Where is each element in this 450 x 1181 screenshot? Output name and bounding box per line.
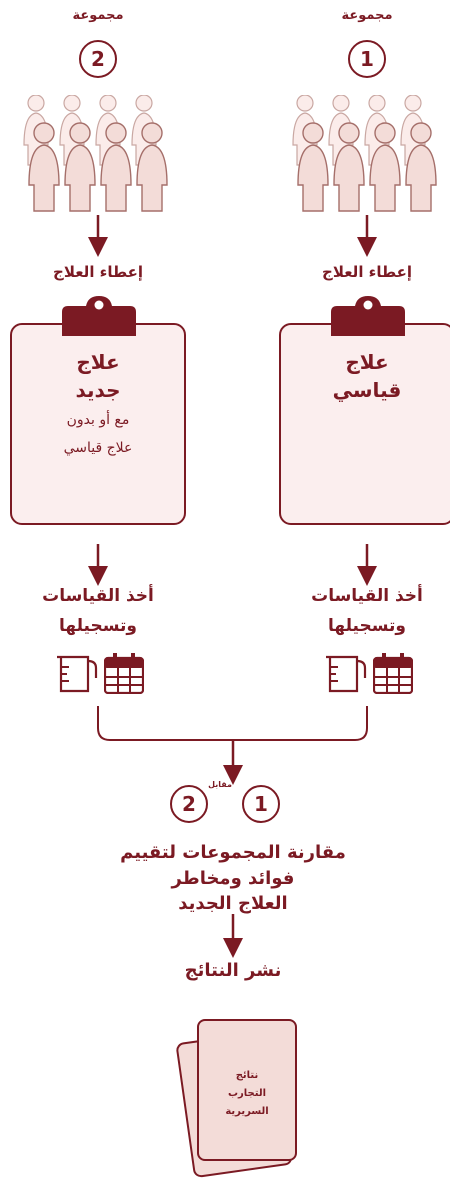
calendar-icon bbox=[104, 653, 144, 694]
compare-text-2: فوائد ومخاطر bbox=[171, 868, 295, 889]
treatment-title-1: علاج bbox=[345, 350, 389, 374]
people-group-icon bbox=[292, 95, 437, 212]
clipboard-icon bbox=[331, 296, 405, 336]
treatment-title-1: علاج bbox=[76, 350, 120, 374]
measuring-cup-icon bbox=[57, 655, 98, 693]
measuring-cup-icon bbox=[326, 655, 367, 693]
step-measure-2: وتسجيلها bbox=[59, 616, 137, 636]
group-number-badge: 2 bbox=[79, 40, 117, 78]
bracket-line bbox=[97, 706, 368, 741]
document-text-3: السريرية bbox=[225, 1106, 269, 1117]
compare-text-3: العلاج الجديد bbox=[178, 893, 288, 914]
treatment-note-2: علاج قياسي bbox=[63, 440, 133, 456]
step-give-treatment: إعطاء العلاج bbox=[322, 263, 412, 281]
step-measure-1: أخذ القياسات bbox=[42, 586, 154, 606]
calendar-icon bbox=[373, 653, 413, 694]
treatment-title-2: قياسي bbox=[332, 378, 402, 402]
treatment-title-2: جديد bbox=[75, 378, 121, 402]
document-text-1: نتائج bbox=[235, 1070, 259, 1081]
treatment-note-1: مع أو بدون bbox=[66, 412, 130, 428]
document-text-2: التجارب bbox=[227, 1088, 267, 1099]
step-give-treatment: إعطاء العلاج bbox=[53, 263, 143, 281]
step-measure-2: وتسجيلها bbox=[328, 616, 406, 636]
compare-versus-label: مقابل bbox=[208, 780, 232, 789]
group-label: مجموعة bbox=[72, 8, 124, 23]
group-label: مجموعة bbox=[341, 8, 393, 23]
compare-badge-right: 1 bbox=[242, 785, 280, 823]
step-measure-1: أخذ القياسات bbox=[311, 586, 423, 606]
group-number-badge: 1 bbox=[348, 40, 386, 78]
clipboard-icon bbox=[62, 296, 136, 336]
compare-text-1: مقارنة المجموعات لتقييم bbox=[120, 842, 346, 863]
publish-title: نشر النتائج bbox=[184, 960, 282, 981]
people-group-icon bbox=[23, 95, 168, 212]
compare-badge-left: 2 bbox=[170, 785, 208, 823]
document-icon bbox=[176, 1019, 297, 1178]
